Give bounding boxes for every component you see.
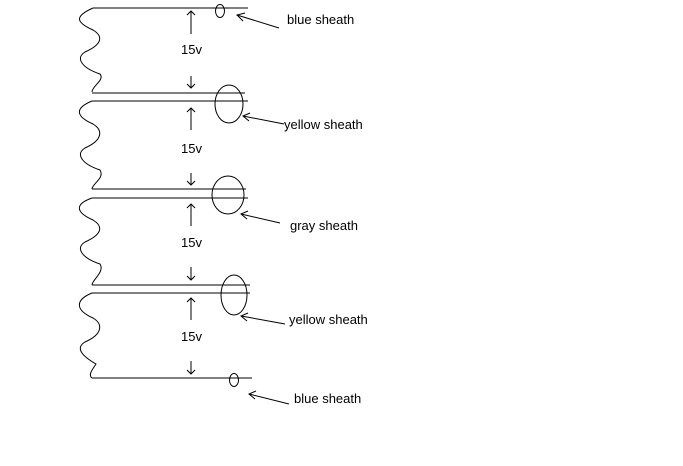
coil-segment-4 — [78, 292, 101, 379]
sheath-oval-1 — [215, 4, 225, 18]
sheath-label-1: blue sheath — [287, 12, 354, 27]
voltage-label-1: 15v — [181, 42, 202, 57]
voltage-arrow-4 — [186, 297, 196, 375]
coil-segment-2 — [78, 100, 102, 190]
sheath-oval-2 — [214, 84, 244, 124]
sheath-label-2: yellow sheath — [284, 117, 363, 132]
sheath-label-4: yellow sheath — [289, 312, 368, 327]
voltage-label-2: 15v — [181, 141, 202, 156]
pointer-arrow-4 — [240, 312, 286, 325]
pointer-arrow-5 — [248, 390, 290, 405]
coil-segment-1 — [79, 7, 102, 93]
pointer-arrow-1 — [236, 12, 280, 29]
voltage-arrow-3 — [186, 203, 196, 281]
voltage-label-3: 15v — [181, 235, 202, 250]
sheath-label-5: blue sheath — [294, 391, 361, 406]
pointer-arrow-3 — [240, 210, 281, 224]
voltage-arrow-2 — [186, 107, 196, 186]
sheath-oval-5 — [229, 373, 239, 387]
pointer-arrow-2 — [242, 112, 285, 125]
voltage-label-4: 15v — [181, 329, 202, 344]
sheath-label-3: gray sheath — [290, 218, 358, 233]
sheath-oval-4 — [220, 274, 248, 316]
coil-segment-3 — [78, 197, 102, 286]
sheath-oval-3 — [211, 175, 245, 215]
voltage-arrow-1 — [186, 10, 196, 89]
